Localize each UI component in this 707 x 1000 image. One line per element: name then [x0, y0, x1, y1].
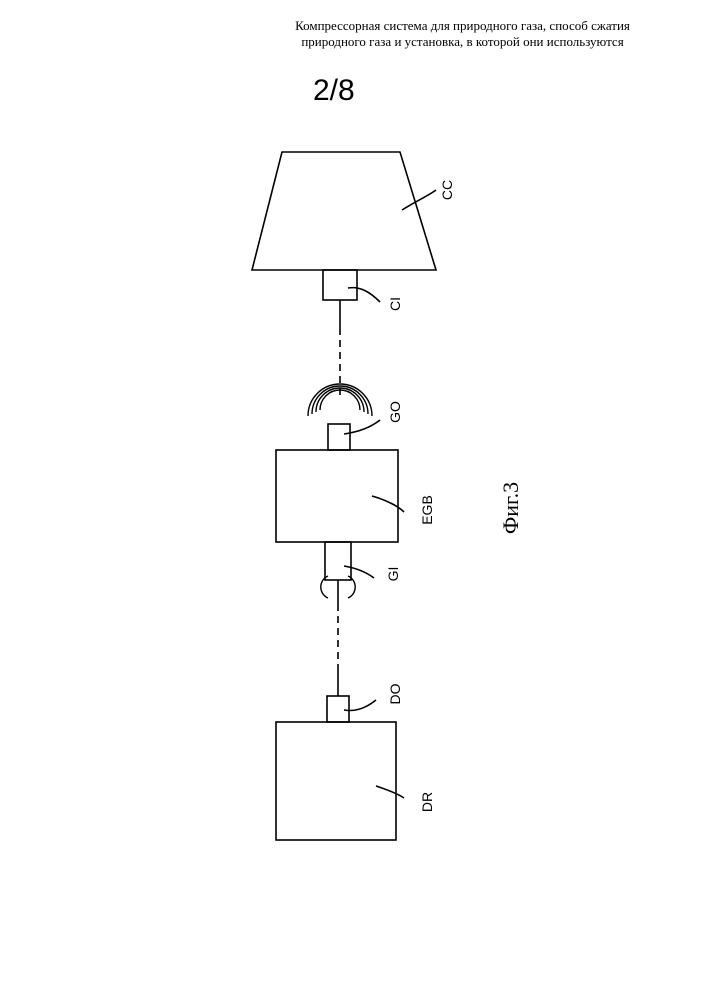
leader-egb	[372, 496, 404, 512]
gearbox-input-gi	[325, 542, 351, 580]
driver-output-do	[327, 696, 349, 722]
label-cc: CC	[439, 180, 455, 200]
label-egb: EGB	[419, 495, 435, 525]
driver-dr	[276, 722, 396, 840]
figure-caption: Фиг.3	[498, 482, 523, 534]
compressor-input-ci	[323, 270, 357, 300]
compressor-cc	[252, 152, 436, 270]
gearbox-egb	[276, 450, 398, 542]
label-gi: GI	[385, 567, 401, 582]
leader-dr	[376, 786, 404, 798]
label-do: DO	[387, 683, 403, 704]
label-ci: CI	[387, 297, 403, 311]
label-go: GO	[387, 401, 403, 423]
label-dr: DR	[419, 792, 435, 812]
leader-cc	[402, 190, 436, 210]
gearbox-output-go	[328, 424, 350, 450]
